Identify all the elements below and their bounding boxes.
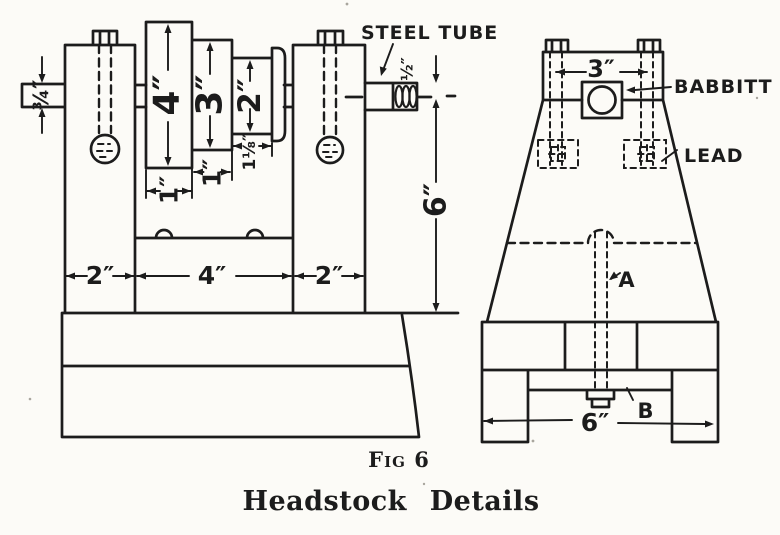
lead-label: LEAD	[684, 145, 744, 167]
dim-step1-diameter: 4″	[147, 74, 188, 115]
caption: Fig 6 Headstock Details	[242, 447, 539, 517]
figure-title: Headstock Details	[242, 486, 539, 517]
dim-base-mid: 4″	[198, 261, 227, 290]
dim-step3-width: 1⅛″	[240, 133, 260, 170]
dim-base-left: 2″	[86, 261, 115, 290]
figure-number: Fig 6	[368, 447, 430, 472]
dim-step2-diameter: 3″	[190, 74, 231, 115]
scan-speckle	[28, 397, 32, 401]
hole-hidden-detail	[96, 143, 338, 158]
nut-b-label: B	[637, 399, 654, 423]
right-post-hole	[315, 135, 345, 165]
lead-pockets	[537, 139, 667, 169]
bearing-block	[580, 80, 624, 120]
bolt-a-label: A	[618, 268, 635, 292]
babbitt-label: BABBITT	[674, 76, 773, 98]
right-view: 3″ BABBITT LEAD A B 6″	[480, 38, 773, 444]
dim-base-width: 6″	[581, 408, 610, 437]
hidden-cap-bolts	[549, 51, 654, 166]
left-view-dimension-lines	[41, 30, 437, 305]
dim-stub-diameter: ¾″	[29, 79, 53, 110]
dim-step2-width: 1″	[198, 159, 227, 188]
hidden-anchor-bolt	[594, 231, 608, 389]
dim-tube: ½″	[398, 57, 417, 81]
left-view: STEEL TUBE ¾″ 4″ 3″ 2″ 1″ 1″ 1⅛″ ½″ 6″ 2…	[20, 20, 498, 439]
dim-bolt-span: 3″	[587, 55, 615, 83]
dim-step3-diameter: 2″	[232, 78, 268, 114]
dim-height: 6″	[419, 183, 454, 217]
left-post-hole	[89, 133, 121, 165]
hidden-shelf-and-bolt-head	[505, 228, 699, 245]
right-view-arrowheads	[484, 68, 714, 428]
shaft-hole	[587, 85, 617, 115]
coil-turn	[408, 84, 418, 109]
steel-tube-coil	[394, 84, 418, 109]
scan-speckle	[345, 2, 349, 6]
scan-speckle	[755, 96, 759, 100]
scan-speckle	[422, 482, 426, 486]
scan-speckles	[28, 2, 759, 486]
dim-base-right: 2″	[315, 261, 344, 290]
hidden-bolt-shafts	[97, 43, 338, 137]
dim-step1-width: 1″	[155, 176, 184, 205]
pedestal-outline	[480, 38, 720, 444]
steel-tube-label: STEEL TUBE	[361, 22, 498, 44]
scan-speckle	[531, 439, 535, 443]
